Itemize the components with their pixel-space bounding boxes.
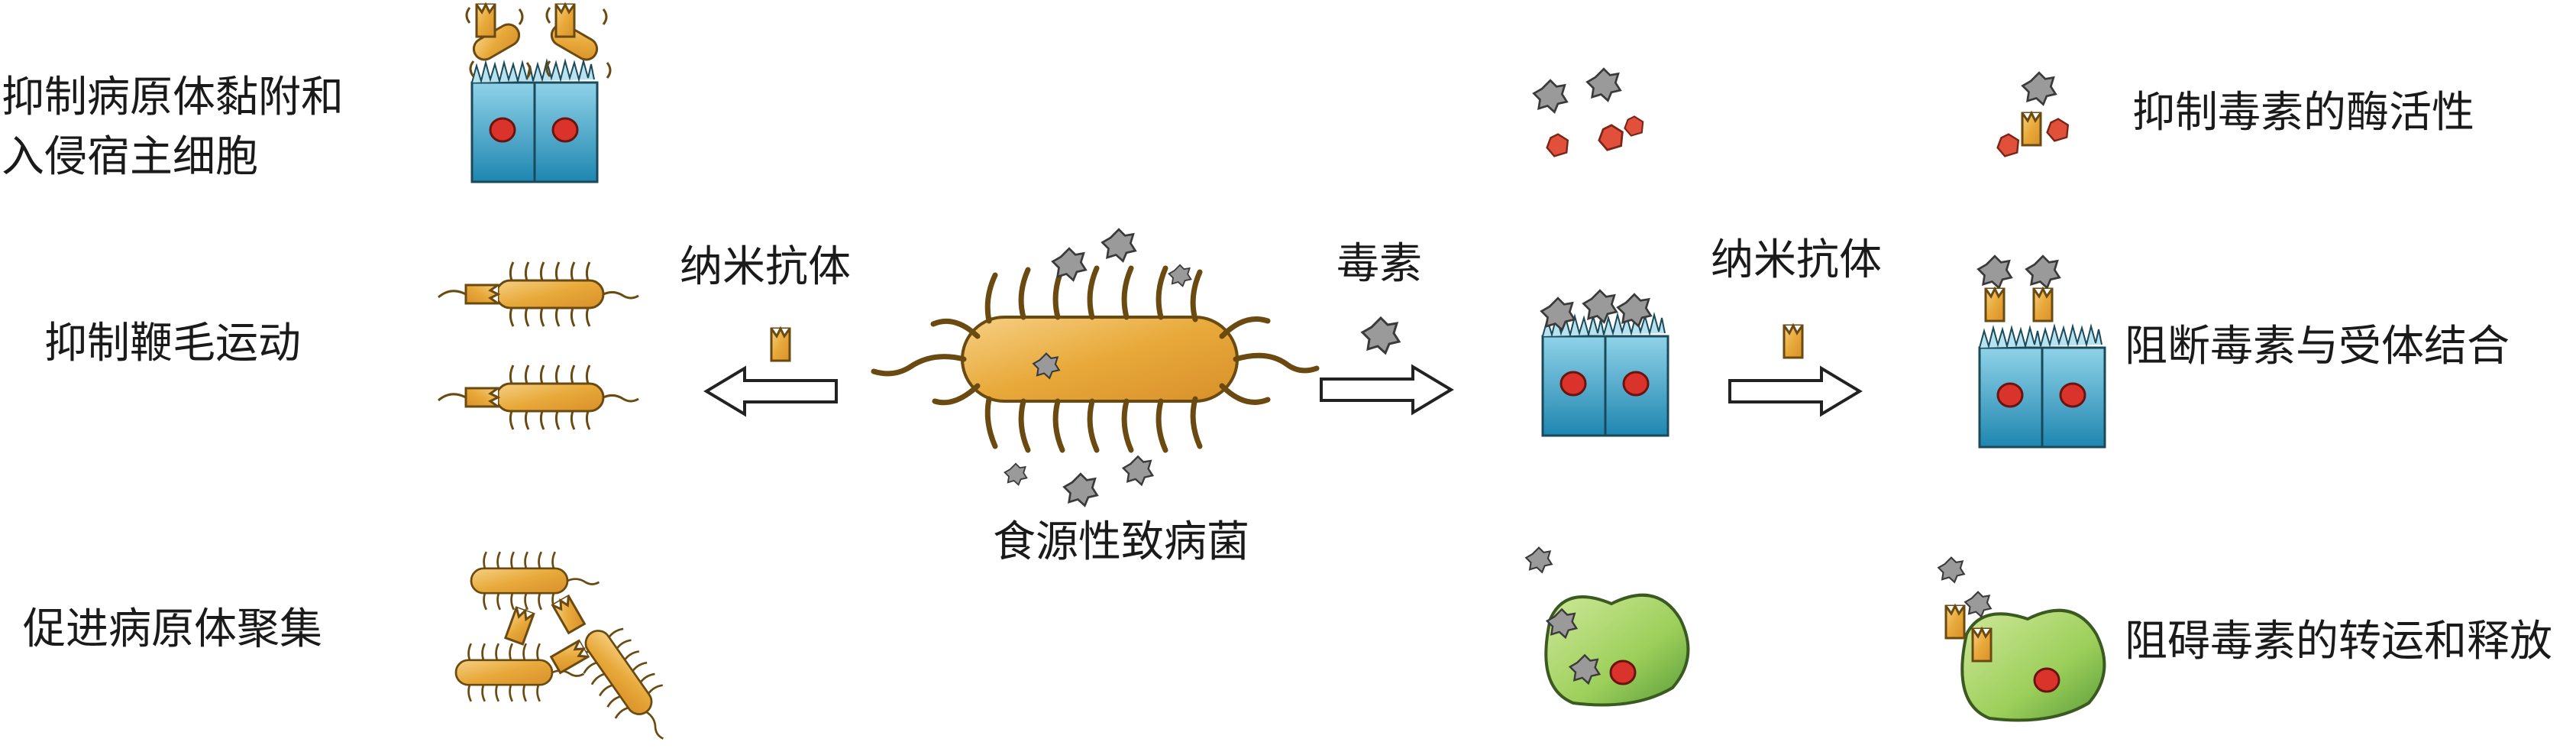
flagella-illustration — [438, 261, 640, 431]
enzyme-after-illustration — [1996, 71, 2070, 157]
label-toxin: 毒素 — [1336, 239, 1422, 289]
enzyme-before-illustration — [1533, 67, 1644, 157]
transport-after-illustration — [1938, 556, 2106, 722]
arrow-to-left — [705, 367, 838, 416]
arrow-to-right — [1320, 365, 1453, 414]
adhesion-illustration — [465, 3, 612, 183]
transport-before-illustration — [1525, 546, 1690, 707]
label-adhesion-line1: 抑制病原体黏附和 — [2, 73, 344, 122]
label-nanobody-left: 纳米抗体 — [680, 242, 851, 292]
label-adhesion-line2: 入侵宿主细胞 — [2, 132, 258, 182]
aggregation-illustration — [454, 550, 690, 755]
nanobody-right-icon — [1783, 324, 1804, 359]
label-nanobody-right: 纳米抗体 — [1711, 235, 1882, 285]
label-transport: 阻碍毒素的转运和释放 — [2125, 617, 2552, 666]
label-enzyme: 抑制毒素的酶活性 — [2132, 88, 2474, 138]
receptor-after-illustration — [1977, 254, 2106, 449]
label-flagella: 抑制鞭毛运动 — [44, 319, 301, 368]
label-pathogen: 食源性致病菌 — [993, 517, 1249, 567]
receptor-before-illustration — [1540, 289, 1669, 437]
pathogen-illustration — [871, 228, 1320, 507]
label-receptor: 阻断毒素与受体结合 — [2125, 322, 2510, 371]
label-aggregation: 促进病原体聚集 — [23, 604, 322, 654]
toxin-icon — [1361, 316, 1401, 355]
arrow-to-far-right — [1728, 367, 1861, 416]
nanobody-left-icon — [770, 327, 791, 362]
